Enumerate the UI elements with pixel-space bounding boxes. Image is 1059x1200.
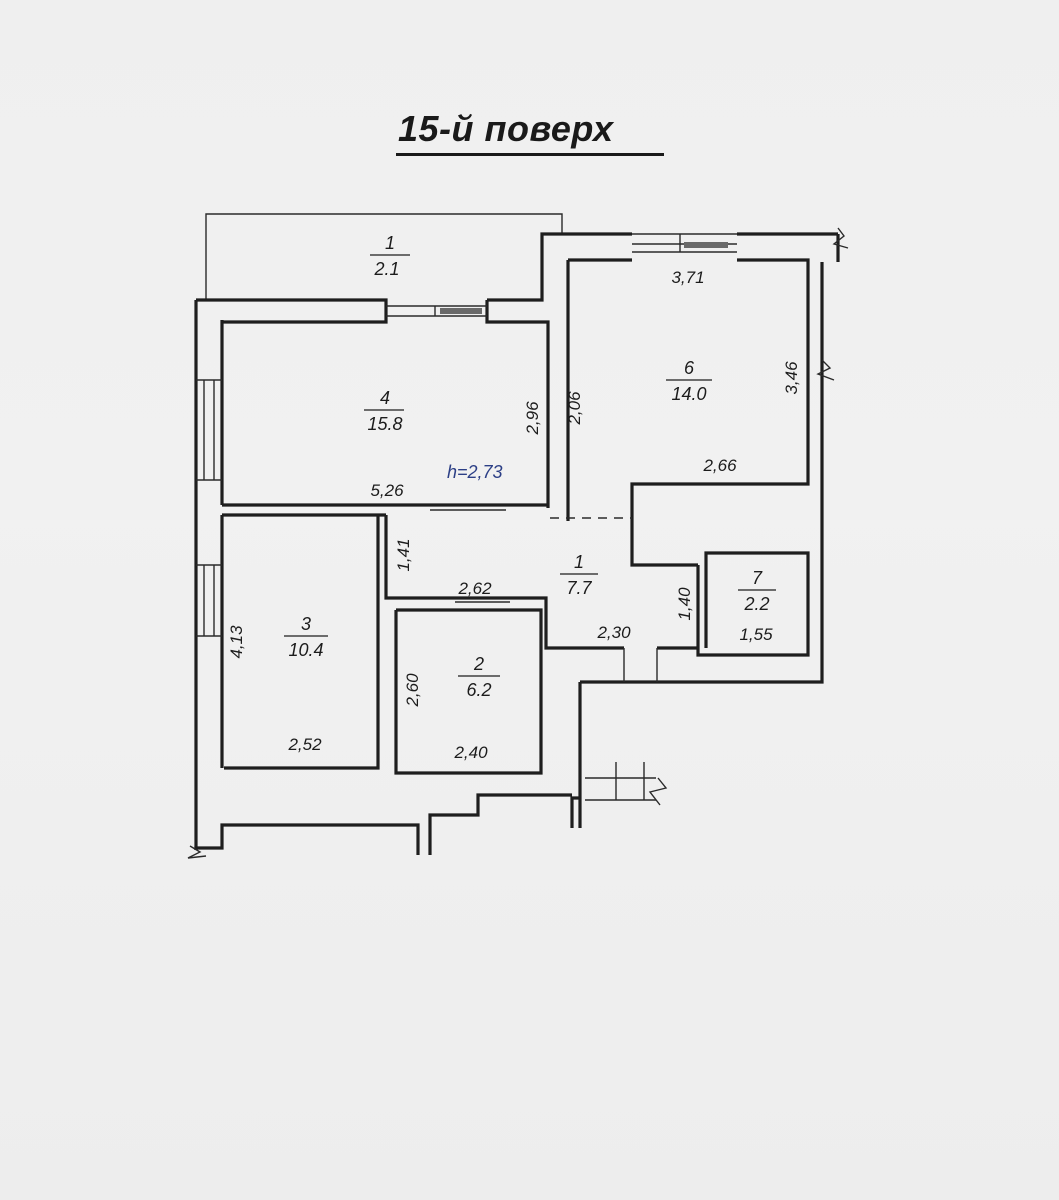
walls (194, 232, 840, 855)
room-7-area: 2.2 (743, 594, 769, 614)
room-5-area: 2.1 (373, 259, 399, 279)
dim-room6-top: 3,71 (671, 268, 704, 287)
dim-room4-bottom: 5,26 (370, 481, 404, 500)
dim-hall-right: 1,40 (675, 587, 694, 621)
dim-room6-left: 2,06 (565, 391, 584, 426)
dim-room2-bottom: 2,40 (453, 743, 488, 762)
dim-hall-left: 1,41 (394, 538, 413, 571)
room-6-area: 14.0 (671, 384, 706, 404)
dim-room6-right: 3,46 (782, 361, 801, 395)
room-4-number: 4 (380, 388, 390, 408)
floor-title: 15-й поверх (398, 108, 614, 149)
dim-room4-right: 2,96 (523, 401, 542, 436)
dim-room2-left: 2,60 (403, 673, 422, 708)
room-2-area: 6.2 (466, 680, 491, 700)
room-2-number: 2 (473, 654, 484, 674)
ceiling-height-label: h=2,73 (447, 462, 503, 482)
room-3-number: 3 (301, 614, 311, 634)
room-1-label: 1 7.7 (560, 552, 598, 598)
floor-title-underline (396, 153, 664, 156)
door-openings (430, 509, 658, 682)
break-marks (187, 227, 849, 859)
balcony-outline (205, 213, 563, 300)
room-5-label: 1 2.1 (370, 233, 410, 279)
room-1-number: 1 (574, 552, 584, 572)
dim-room6-bottom: 2,66 (702, 456, 737, 475)
dim-room3-bottom: 2,52 (287, 735, 322, 754)
room-2-label: 2 6.2 (458, 654, 500, 700)
room-6-number: 6 (684, 358, 695, 378)
room-6-label: 6 14.0 (666, 358, 712, 404)
room-4-label: 4 15.8 (364, 388, 404, 434)
room-3-area: 10.4 (288, 640, 323, 660)
room-3-label: 3 10.4 (284, 614, 328, 660)
dim-hall-bottom: 2,30 (596, 623, 631, 642)
windows (196, 233, 737, 637)
room-7-number: 7 (752, 568, 763, 588)
room-1-area: 7.7 (566, 578, 592, 598)
room-4-area: 15.8 (367, 414, 402, 434)
dim-room2-top: 2,62 (457, 579, 492, 598)
room-5-number: 1 (385, 233, 395, 253)
room-7-label: 7 2.2 (738, 568, 776, 614)
dim-room3-left: 4,13 (227, 625, 246, 659)
dim-room7-bottom: 1,55 (739, 625, 773, 644)
